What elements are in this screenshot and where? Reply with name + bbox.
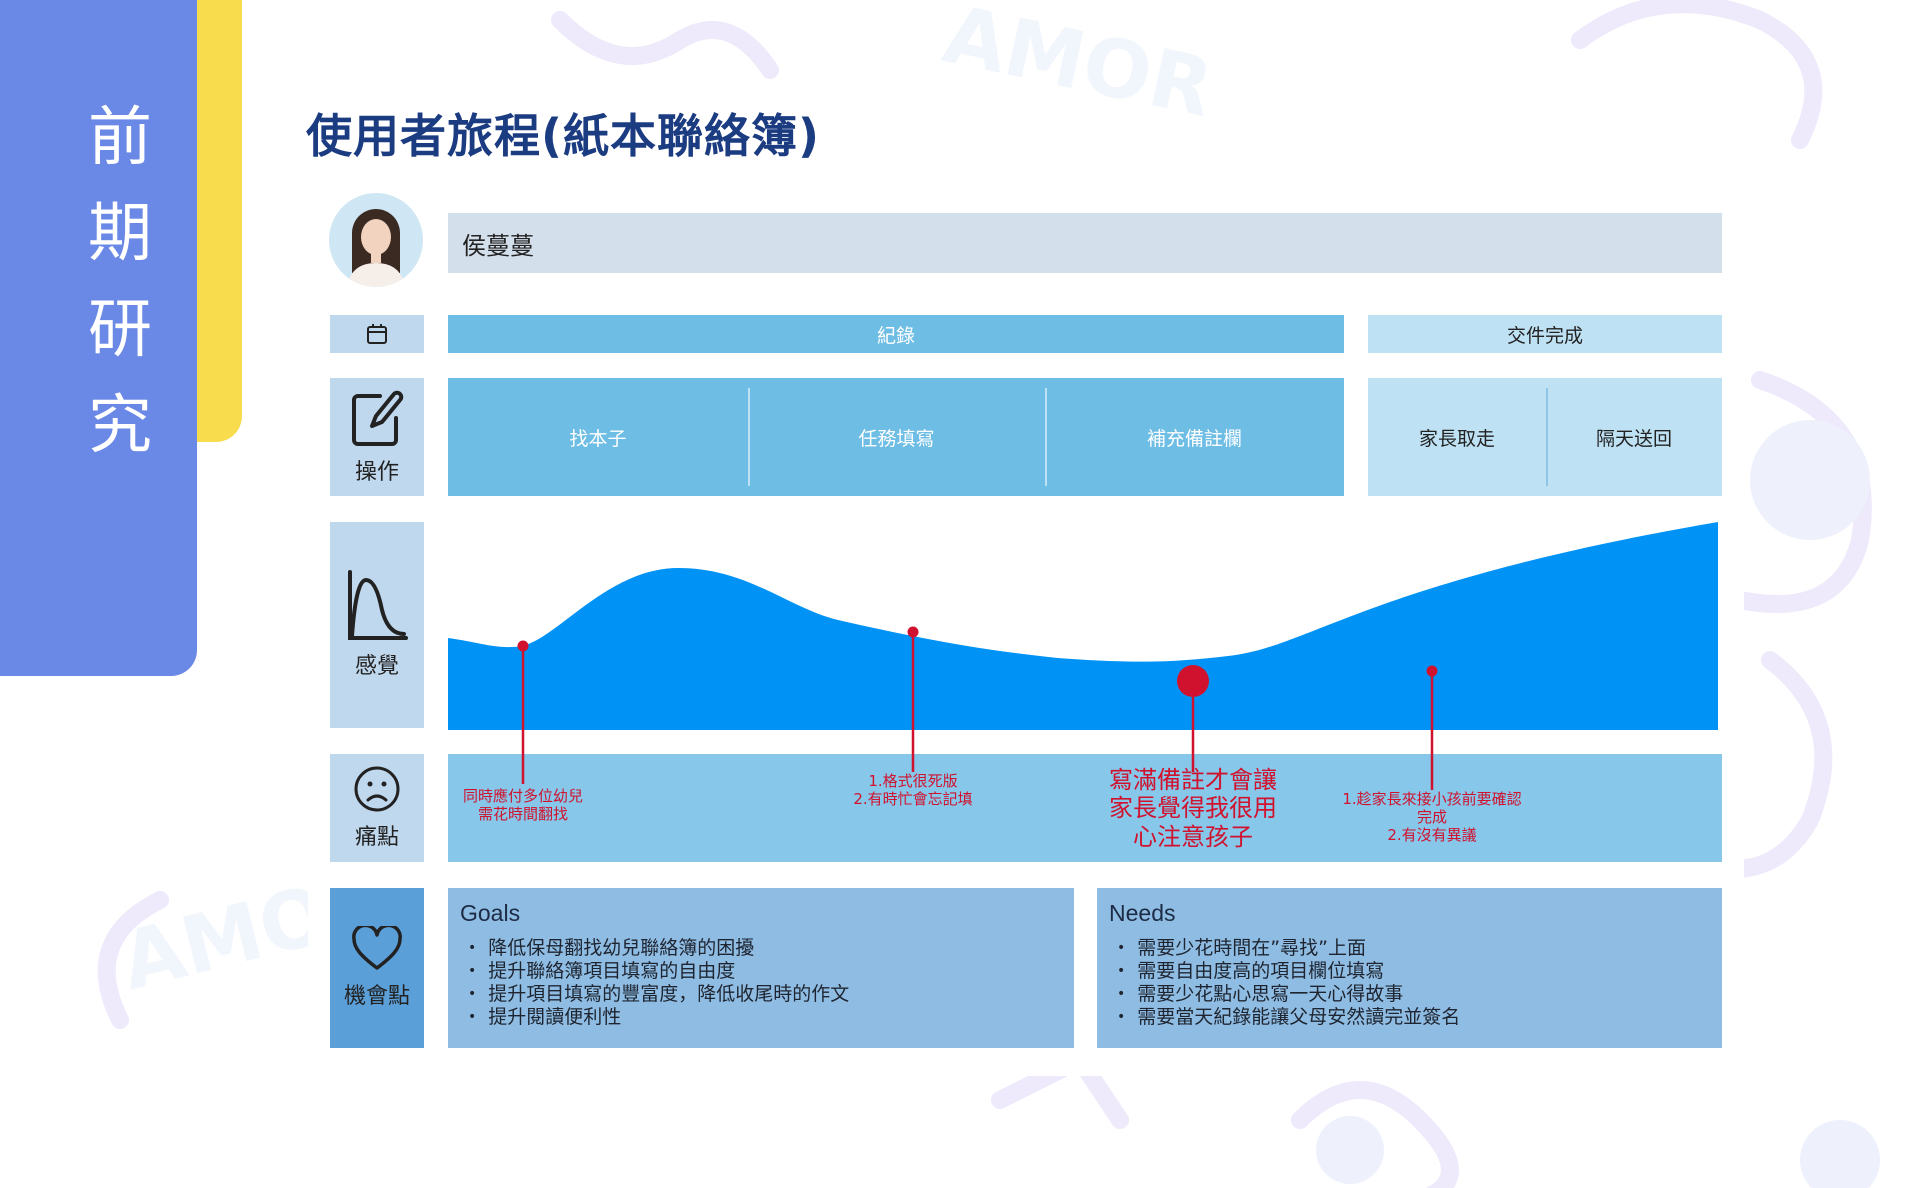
edit-icon [352, 390, 404, 446]
list-item: 提升項目填寫的豐富度，降低收尾時的作文 [468, 983, 1062, 1006]
emotion-curve-area [448, 522, 1718, 730]
page-title: 使用者旅程(紙本聯絡簿) [306, 109, 821, 163]
row-label-text: 操作 [354, 460, 399, 485]
pain-marker-dot [517, 640, 529, 652]
row-label-text: 機會點 [343, 984, 410, 1009]
row-label-feeling: 感覺 [330, 522, 424, 728]
row-label-pain: 痛點 [330, 754, 424, 862]
pain-marker-dot [907, 626, 919, 638]
phase-label: 紀錄 [876, 324, 915, 347]
persona-name-bar: 侯蔓蔓 [448, 213, 1722, 273]
list-item: 降低保母翻找幼兒聯絡簿的困擾 [468, 937, 1062, 960]
list-item: 提升聯絡簿項目填寫的自由度 [468, 960, 1062, 983]
goals-title: Goals [460, 900, 521, 926]
persona-name: 侯蔓蔓 [462, 231, 534, 260]
phase-label: 交件完成 [1506, 324, 1583, 347]
list-item: 提升閱讀便利性 [468, 1006, 1062, 1029]
pain-line: 心注意孩子 [1133, 822, 1253, 851]
action-item: 任務填寫 [748, 378, 1045, 496]
action-label: 找本子 [569, 427, 627, 450]
section-label-char: 前 [88, 101, 152, 175]
row-label-text: 痛點 [354, 825, 399, 850]
pain-line: 需花時間翻找 [477, 805, 569, 823]
pain-marker-dot [1426, 665, 1438, 677]
row-label-opportunity: 機會點 [330, 888, 424, 1048]
section-label-char: 期 [88, 197, 152, 271]
list-item: 需要少花點心思寫一天心得故事 [1117, 983, 1710, 1006]
emotion-curve [448, 522, 1718, 730]
row-label-operation: 操作 [330, 378, 424, 496]
pain-line: 家長覺得我很用 [1109, 794, 1277, 823]
action-label: 任務填寫 [858, 427, 935, 450]
persona-avatar [329, 193, 423, 287]
pain-point-text: 同時應付多位幼兒 需花時間翻找 [463, 787, 583, 823]
pain-line: 2.有沒有異議 [1387, 826, 1477, 844]
actions-handoff: 家長取走 隔天送回 [1368, 378, 1722, 496]
pain-point-text: 寫滿備註才會讓 家長覺得我很用 心注意孩子 [1109, 766, 1277, 851]
action-label: 家長取走 [1418, 427, 1495, 450]
goals-panel: Goals 降低保母翻找幼兒聯絡簿的困擾 提升聯絡簿項目填寫的自由度 提升項目填… [448, 888, 1074, 1048]
phase-record: 紀錄 [448, 315, 1344, 353]
pain-marker-dot [1177, 665, 1209, 697]
list-item: 需要當天紀錄能讓父母安然讀完並簽名 [1117, 1006, 1710, 1029]
curve-icon [348, 570, 408, 640]
pain-line: 2.有時忙會忘記填 [853, 790, 973, 808]
list-item: 需要少花時間在”尋找”上面 [1117, 937, 1710, 960]
pain-line: 1.格式很死版 [868, 772, 958, 790]
pain-line: 完成 [1416, 808, 1448, 826]
row-label-text: 感覺 [354, 654, 399, 679]
action-label: 隔天送回 [1595, 427, 1672, 450]
actions-record: 找本子 任務填寫 補充備註欄 [448, 378, 1344, 496]
row-label-timeline [330, 315, 424, 353]
pain-points-band [448, 754, 1722, 862]
side-tab [0, 0, 197, 676]
calendar-icon [367, 324, 387, 344]
section-label: 前 期 研 究 [0, 90, 240, 474]
sad-face-icon [354, 766, 400, 812]
section-label-char: 究 [88, 389, 152, 463]
action-item: 隔天送回 [1546, 378, 1722, 496]
section-label-char: 研 [88, 293, 152, 367]
action-item: 補充備註欄 [1045, 378, 1344, 496]
action-item: 家長取走 [1368, 378, 1546, 496]
pain-point-text: 1.格式很死版 2.有時忙會忘記填 [853, 772, 972, 808]
pain-point-text: 1.趁家長來接小孩前要確認 完成 2.有沒有異議 [1342, 790, 1521, 844]
needs-panel: Needs 需要少花時間在”尋找”上面 需要自由度高的項目欄位填寫 需要少花點心… [1097, 888, 1722, 1048]
heart-icon [352, 926, 402, 970]
pain-line: 同時應付多位幼兒 [462, 787, 584, 805]
needs-list: 需要少花時間在”尋找”上面 需要自由度高的項目欄位填寫 需要少花點心思寫一天心得… [1109, 937, 1710, 1029]
phase-handoff: 交件完成 [1368, 315, 1722, 353]
list-item: 需要自由度高的項目欄位填寫 [1117, 960, 1710, 983]
pain-line: 1.趁家長來接小孩前要確認 [1342, 790, 1522, 808]
action-label: 補充備註欄 [1146, 427, 1242, 450]
goals-list: 降低保母翻找幼兒聯絡簿的困擾 提升聯絡簿項目填寫的自由度 提升項目填寫的豐富度，… [460, 937, 1062, 1029]
action-item: 找本子 [448, 378, 748, 496]
pain-line: 寫滿備註才會讓 [1109, 766, 1277, 794]
needs-title: Needs [1109, 900, 1176, 926]
